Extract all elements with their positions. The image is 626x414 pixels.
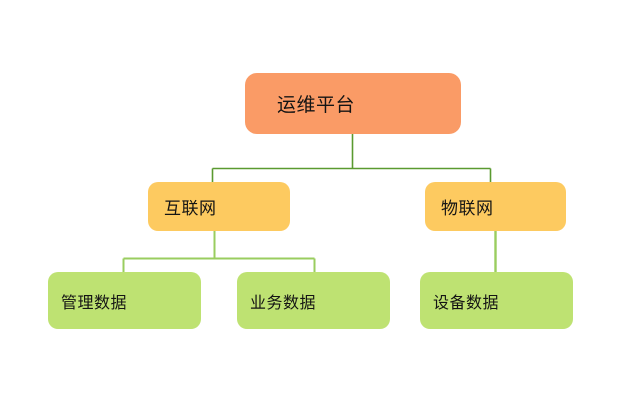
node-internet[interactable]: 互联网 — [148, 182, 290, 231]
node-device-data[interactable]: 设备数据 — [420, 272, 573, 329]
node-label-root: 运维平台 — [277, 94, 356, 116]
node-management-data[interactable]: 管理数据 — [48, 272, 201, 329]
node-root-operations-platform[interactable]: 运维平台 — [245, 73, 461, 134]
edge-root-to-level-two — [211, 134, 492, 182]
node-business-data[interactable]: 业务数据 — [237, 272, 390, 329]
edge-internet-to-children — [122, 231, 316, 272]
node-label-internet: 互联网 — [164, 199, 217, 219]
node-iot[interactable]: 物联网 — [425, 182, 566, 231]
node-label-business-data: 业务数据 — [250, 292, 317, 312]
node-label-iot: 物联网 — [441, 199, 494, 219]
node-label-management-data: 管理数据 — [61, 292, 128, 312]
node-label-device-data: 设备数据 — [433, 292, 500, 312]
